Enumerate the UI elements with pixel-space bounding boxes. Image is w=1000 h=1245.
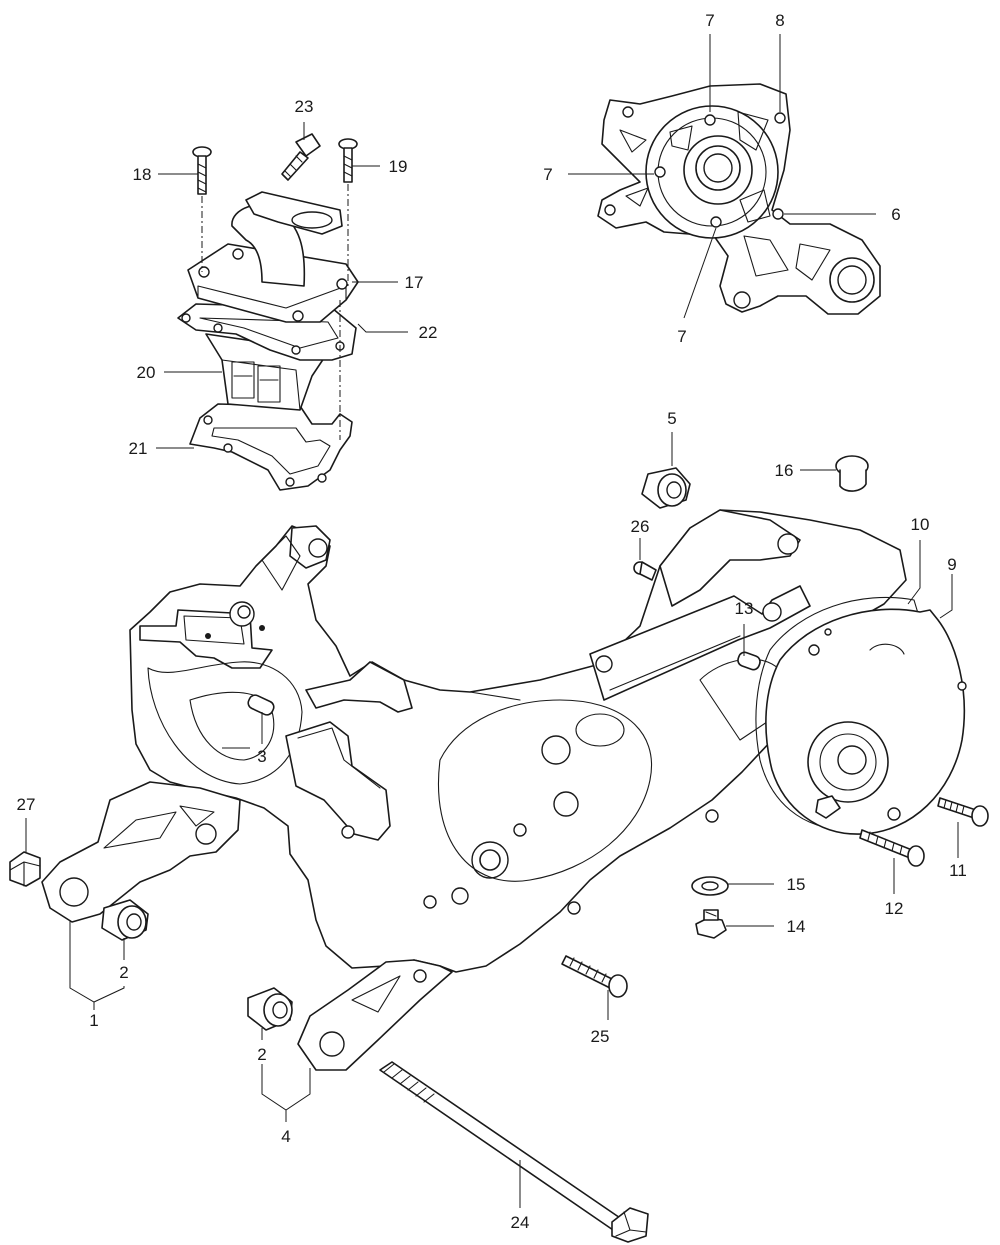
callout-3: 3 <box>257 747 266 766</box>
callout-5: 5 <box>667 409 676 428</box>
screw-19 <box>338 138 358 183</box>
callout-19: 19 <box>389 157 408 176</box>
callout-6: 6 <box>891 205 900 224</box>
engine-mount-arm <box>41 781 241 923</box>
callout-7-top: 7 <box>705 11 714 30</box>
callout-16: 16 <box>775 461 794 480</box>
callout-17: 17 <box>405 273 424 292</box>
callout-4: 4 <box>281 1127 290 1146</box>
callout-26: 26 <box>631 517 650 536</box>
callout-7-left: 7 <box>543 165 552 184</box>
callout-13: 13 <box>735 599 754 618</box>
callout-15: 15 <box>787 875 806 894</box>
gasket-21 <box>189 403 353 491</box>
callout-labels: 1 2 2 3 4 5 6 7 7 7 8 9 10 11 12 13 14 1… <box>17 11 967 1232</box>
callout-12: 12 <box>885 899 904 918</box>
transmission-cover <box>755 596 967 835</box>
callout-24: 24 <box>511 1213 530 1232</box>
callout-20: 20 <box>137 363 156 382</box>
screw-11 <box>937 797 989 827</box>
callout-2-left: 2 <box>119 963 128 982</box>
callout-23: 23 <box>295 97 314 116</box>
callout-9: 9 <box>947 555 956 574</box>
callout-21: 21 <box>129 439 148 458</box>
nut-27 <box>9 851 41 887</box>
reed-valve-assembly <box>177 191 359 491</box>
cover-9 <box>765 608 966 835</box>
screw-25 <box>561 955 628 998</box>
callout-10: 10 <box>911 515 930 534</box>
long-bolt-24 <box>379 1061 649 1243</box>
stud-26 <box>633 561 657 581</box>
callout-25: 25 <box>591 1027 610 1046</box>
screw-12 <box>859 829 925 867</box>
callout-2-right: 2 <box>257 1045 266 1064</box>
callout-11: 11 <box>949 861 967 880</box>
bushing-2-left <box>101 899 149 941</box>
bolt-23 <box>281 133 321 181</box>
callout-8: 8 <box>775 11 784 30</box>
dowel-pin-13 <box>737 651 761 671</box>
plug-16 <box>835 455 869 492</box>
bushing-5 <box>641 467 691 509</box>
callout-22: 22 <box>419 323 438 342</box>
callout-27: 27 <box>17 795 36 814</box>
drain-plug-14 <box>695 909 727 939</box>
callout-7-bottom: 7 <box>677 327 686 346</box>
callout-18: 18 <box>133 165 152 184</box>
callout-14: 14 <box>787 917 806 936</box>
crankcase-side-cover <box>597 83 881 315</box>
crankcase-main <box>129 509 907 1071</box>
bushing-2-right <box>247 987 293 1031</box>
leader-lines <box>25 34 959 1208</box>
screw-18 <box>192 146 212 195</box>
callout-1: 1 <box>89 1011 98 1030</box>
washer-15 <box>691 876 729 896</box>
